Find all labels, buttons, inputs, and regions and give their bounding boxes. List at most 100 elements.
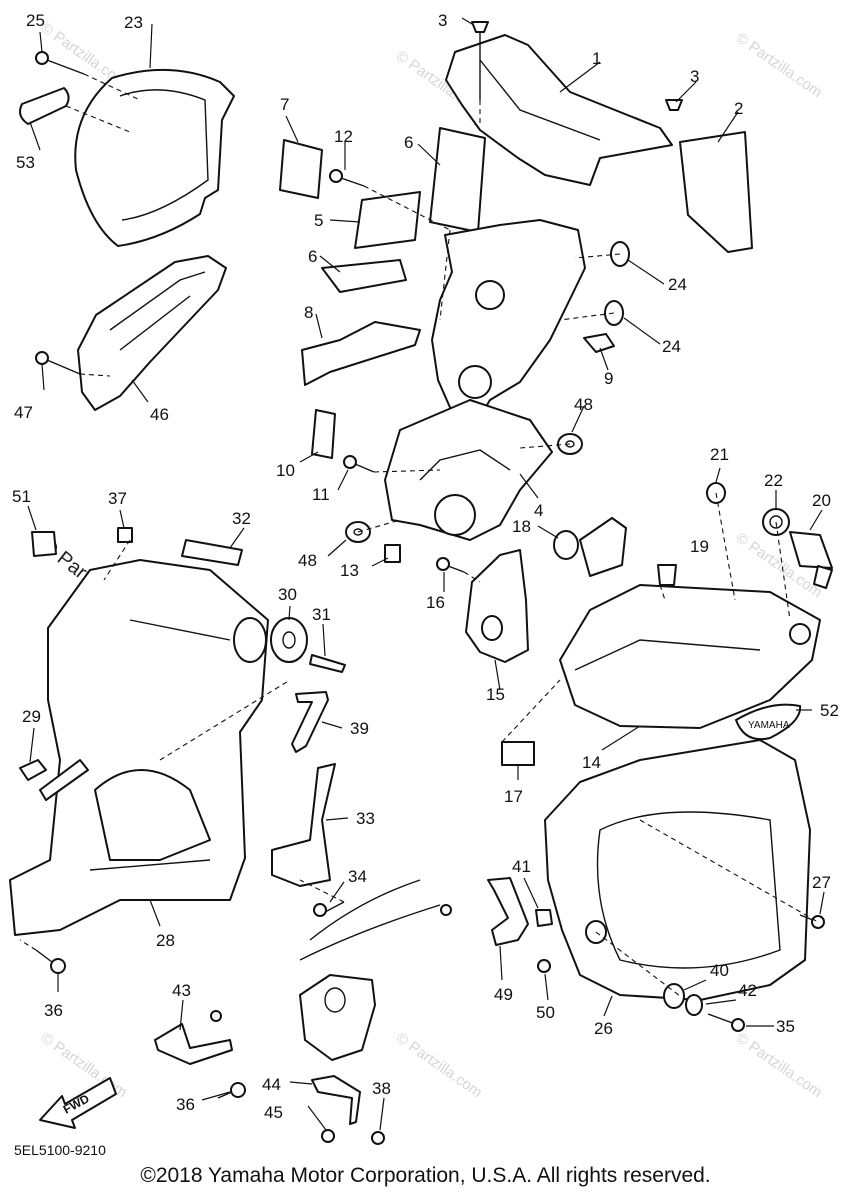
part-50-bolt: [537, 959, 551, 973]
callout-24: 24: [662, 337, 681, 356]
callout-40: 40: [710, 961, 729, 980]
part-18-grommet: [553, 530, 579, 560]
callout-19: 19: [690, 537, 709, 556]
part-29-clamp: [19, 759, 89, 801]
callout-50: 50: [536, 1003, 555, 1022]
callout-6: 6: [308, 247, 317, 266]
callout-3: 3: [690, 67, 699, 86]
callout-29: 29: [22, 707, 41, 726]
part-1-bracket: [445, 34, 673, 186]
part-13-nut: [384, 544, 401, 563]
part-36-bolt-a: [35, 949, 66, 974]
callout-14: 14: [582, 753, 601, 772]
part-42-washer: [685, 994, 703, 1016]
callouts: 1 2 3 3 4 5 6 6 7 8 9 10 11 12 13 14 15 …: [12, 11, 839, 1122]
callout-15: 15: [486, 685, 505, 704]
part-28-bracket: [9, 559, 269, 936]
part-15-bracket: [465, 549, 529, 663]
part-34-bolt: [313, 901, 345, 917]
part-4-frame: [384, 219, 586, 541]
part-20-key-cylinder: [789, 531, 833, 589]
catalog-code: 5EL5100-9210: [14, 1142, 106, 1158]
callout-31: 31: [312, 605, 331, 624]
callout-12: 12: [334, 127, 353, 146]
watermark: © Partzilla.com: [38, 1029, 131, 1101]
part-37-clip: [117, 527, 133, 543]
part-3-clip-b: [665, 99, 683, 111]
part-8-bracket: [301, 321, 421, 386]
part-43-bracket: [154, 1023, 233, 1065]
callout-25: 25: [26, 11, 45, 30]
part-38-bolt: [371, 1131, 385, 1145]
part-3-clip-a: [471, 21, 489, 100]
part-46-cover: [77, 255, 227, 411]
part-19-grommet: [657, 564, 677, 586]
part-45-bolt: [321, 1129, 335, 1143]
callout-9: 9: [604, 369, 613, 388]
callout-51: 51: [12, 487, 31, 506]
callout-39: 39: [350, 719, 369, 738]
callout-22: 22: [764, 471, 783, 490]
callout-5: 5: [314, 211, 323, 230]
callout-28: 28: [156, 931, 175, 950]
part-39-bracket: [291, 691, 329, 753]
callout-4: 4: [534, 501, 543, 520]
part-10-pad: [311, 409, 336, 459]
callout-6: 6: [404, 133, 413, 152]
part-14-side-cover: [559, 584, 821, 729]
part-30-washer: [270, 617, 308, 663]
part-11-bolt: [343, 455, 375, 473]
callout-24: 24: [668, 275, 687, 294]
assembly-lines: [19, 73, 819, 997]
callout-8: 8: [304, 303, 313, 322]
part-49-bracket: [487, 877, 529, 946]
part-valve: [299, 974, 376, 1061]
part-17-pad: [501, 741, 535, 766]
callout-26: 26: [594, 1019, 613, 1038]
callout-48: 48: [574, 395, 593, 414]
part-23-cover: [74, 68, 235, 247]
part-53-pad: [19, 87, 70, 125]
leader-lines: [27, 17, 825, 1131]
part-31-pin: [309, 654, 346, 673]
part-pipe: [299, 879, 441, 961]
callout-53: 53: [16, 153, 35, 172]
callout-1: 1: [592, 49, 601, 68]
callout-41: 41: [512, 857, 531, 876]
part-16-bolt: [436, 557, 465, 573]
callout-11: 11: [312, 485, 330, 504]
callout-10: 10: [276, 461, 295, 480]
callout-47: 47: [14, 403, 33, 422]
callout-42: 42: [738, 981, 757, 1000]
part-bracket-small: [579, 517, 627, 577]
watermark: © Partzilla.com: [393, 1029, 486, 1101]
callout-23: 23: [124, 13, 143, 32]
callout-27: 27: [812, 873, 831, 892]
callout-17: 17: [504, 787, 523, 806]
callout-21: 21: [710, 445, 729, 464]
part-51-cap: [31, 531, 57, 557]
callout-36: 36: [176, 1095, 195, 1114]
part-26-cover: [544, 739, 811, 1001]
watermark: © Partzilla.com: [733, 1029, 826, 1101]
callout-30: 30: [278, 585, 297, 604]
callout-32: 32: [232, 509, 251, 528]
callout-48: 48: [298, 551, 317, 570]
callout-36: 36: [44, 1001, 63, 1020]
callout-38: 38: [372, 1079, 391, 1098]
part-33-bracket: [271, 763, 336, 887]
callout-37: 37: [108, 489, 127, 508]
callout-33: 33: [356, 809, 375, 828]
part-6-pad-upper: [429, 127, 486, 233]
callout-2: 2: [734, 99, 743, 118]
callout-49: 49: [494, 985, 513, 1004]
callout-43: 43: [172, 981, 191, 1000]
part-35-bolt: [707, 1013, 745, 1032]
copyright-notice: ©2018 Yamaha Motor Corporation, U.S.A. A…: [140, 1164, 711, 1187]
part-9-clip: [583, 333, 615, 353]
callout-52: 52: [820, 701, 839, 720]
direction-arrow: FWD: [39, 1077, 117, 1129]
callout-16: 16: [426, 593, 445, 612]
part-5-pad: [354, 191, 421, 249]
